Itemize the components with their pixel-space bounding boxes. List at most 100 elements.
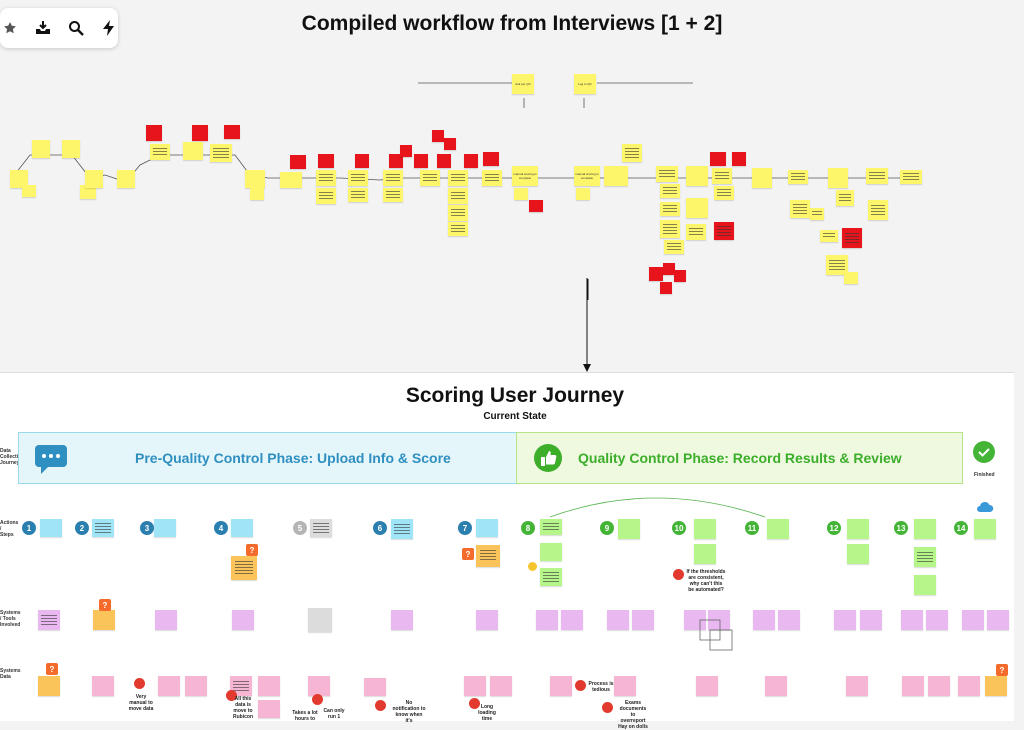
sticky-note[interactable]: manual scoring is complete: [512, 166, 538, 186]
data-sticky[interactable]: [464, 676, 486, 696]
sticky-note[interactable]: [790, 200, 810, 218]
step-sticky[interactable]: [767, 519, 789, 539]
step-sticky[interactable]: [974, 519, 996, 539]
system-sticky[interactable]: [93, 610, 115, 630]
system-sticky[interactable]: [632, 610, 654, 630]
sticky-note[interactable]: [210, 144, 232, 162]
sticky-note[interactable]: [348, 170, 368, 186]
system-sticky[interactable]: [684, 610, 706, 630]
sticky-note[interactable]: [710, 152, 726, 166]
step-sticky[interactable]: [540, 519, 562, 535]
sticky-note[interactable]: [183, 142, 203, 160]
sticky-note[interactable]: [663, 263, 675, 275]
step-sticky[interactable]: [914, 547, 936, 567]
step-sticky[interactable]: [847, 519, 869, 539]
step-sticky[interactable]: [476, 519, 498, 537]
search-icon[interactable]: [66, 17, 85, 39]
sticky-note[interactable]: [192, 125, 208, 141]
data-sticky[interactable]: [158, 676, 180, 696]
sticky-note[interactable]: [483, 152, 499, 166]
sticky-note[interactable]: [448, 205, 468, 221]
data-sticky[interactable]: [846, 676, 868, 696]
data-sticky[interactable]: [364, 678, 386, 696]
step-sticky[interactable]: [847, 544, 869, 564]
system-sticky[interactable]: [308, 608, 332, 632]
sticky-note[interactable]: [316, 188, 336, 204]
sticky-note[interactable]: [464, 154, 478, 168]
sticky-note[interactable]: [660, 220, 680, 238]
step-sticky[interactable]: [154, 519, 176, 537]
system-sticky[interactable]: [834, 610, 856, 630]
sticky-note[interactable]: [664, 240, 684, 254]
system-sticky[interactable]: [155, 610, 177, 630]
sticky-note[interactable]: [604, 166, 628, 186]
sticky-note[interactable]: [117, 170, 135, 188]
sticky-note[interactable]: [714, 222, 734, 240]
sticky-note[interactable]: [656, 166, 678, 182]
data-sticky[interactable]: [902, 676, 924, 696]
sticky-note[interactable]: [660, 184, 680, 198]
step-sticky[interactable]: [694, 544, 716, 564]
system-sticky[interactable]: [391, 610, 413, 630]
system-sticky[interactable]: [987, 610, 1009, 630]
sticky-note[interactable]: [866, 168, 888, 184]
sticky-note[interactable]: [280, 172, 302, 188]
step-sticky[interactable]: [694, 519, 716, 539]
sticky-note[interactable]: [10, 170, 28, 188]
step-sticky[interactable]: [40, 519, 62, 537]
sticky-note[interactable]: [250, 188, 264, 200]
sticky-note[interactable]: [900, 170, 922, 184]
sticky-note[interactable]: [437, 154, 451, 168]
data-sticky[interactable]: [258, 700, 280, 718]
sticky-note[interactable]: [245, 170, 265, 188]
step-sticky[interactable]: [540, 543, 562, 561]
data-sticky[interactable]: [258, 676, 280, 696]
data-sticky[interactable]: [958, 676, 980, 696]
sticky-note[interactable]: [826, 255, 848, 275]
sticky-note[interactable]: [844, 272, 858, 284]
system-sticky[interactable]: [962, 610, 984, 630]
sticky-note[interactable]: [316, 170, 336, 186]
download-icon[interactable]: [33, 17, 52, 39]
sticky-note[interactable]: [389, 154, 403, 168]
sticky-note[interactable]: [448, 188, 468, 204]
step-sticky[interactable]: [540, 568, 562, 586]
sticky-note[interactable]: [674, 270, 686, 282]
data-sticky[interactable]: [696, 676, 718, 696]
step-sticky[interactable]: [231, 519, 253, 537]
sticky-note[interactable]: [686, 198, 708, 218]
sticky-note[interactable]: [686, 166, 708, 186]
sticky-note[interactable]: [712, 168, 732, 184]
sticky-note[interactable]: [224, 125, 240, 139]
data-sticky[interactable]: [765, 676, 787, 696]
sticky-note[interactable]: [318, 154, 334, 168]
data-sticky[interactable]: [38, 676, 60, 696]
step-sticky[interactable]: [618, 519, 640, 539]
system-sticky[interactable]: [753, 610, 775, 630]
system-sticky[interactable]: [926, 610, 948, 630]
sticky-note[interactable]: [714, 186, 734, 200]
data-sticky[interactable]: [928, 676, 950, 696]
sticky-note[interactable]: [836, 190, 854, 206]
sticky-note[interactable]: [810, 208, 824, 220]
sticky-note[interactable]: Log to QC: [574, 74, 596, 94]
sticky-note[interactable]: [290, 155, 306, 169]
sticky-note[interactable]: [842, 228, 862, 248]
sticky-note[interactable]: [732, 152, 746, 166]
system-sticky[interactable]: [561, 610, 583, 630]
step-sticky[interactable]: [231, 556, 257, 580]
sticky-note[interactable]: [448, 170, 468, 186]
sticky-note[interactable]: [529, 200, 543, 212]
sticky-note[interactable]: [576, 188, 590, 200]
sticky-note[interactable]: [348, 188, 368, 202]
sticky-note[interactable]: [22, 185, 36, 197]
sticky-note[interactable]: [383, 170, 403, 186]
step-sticky[interactable]: [391, 519, 413, 539]
sticky-note[interactable]: [80, 185, 96, 199]
sticky-note[interactable]: [444, 138, 456, 150]
step-sticky[interactable]: [92, 519, 114, 537]
system-sticky[interactable]: [38, 610, 60, 630]
sticky-note[interactable]: [788, 170, 808, 184]
phase-pre-qc-banner[interactable]: Pre-Quality Control Phase: Upload Info &…: [18, 432, 518, 484]
sticky-note[interactable]: [448, 222, 468, 236]
